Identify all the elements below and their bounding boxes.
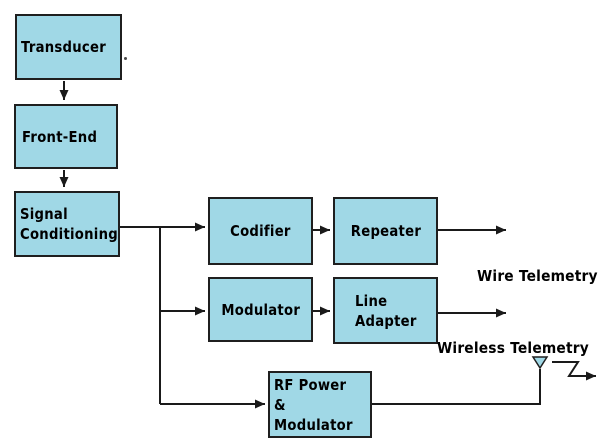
block-front-end: Front-End — [14, 104, 118, 169]
block-line-adapter-label: Line Adapter — [355, 291, 417, 330]
wireless-telemetry-label: Wireless Telemetry — [437, 339, 589, 357]
stray-dot — [124, 57, 127, 60]
block-transducer-label: Transducer — [21, 38, 107, 56]
block-rf-power-modulator-label: RF Power & Modulator — [274, 375, 353, 434]
line-rfpower-antenna — [372, 369, 541, 405]
block-front-end-label: Front-End — [22, 127, 98, 146]
block-line-adapter: Line Adapter — [333, 277, 438, 344]
block-repeater-label: Repeater — [350, 222, 421, 240]
block-codifier-label: Codifier — [230, 222, 291, 240]
block-modulator: Modulator — [208, 277, 313, 342]
block-transducer: Transducer — [15, 14, 122, 80]
block-modulator-label: Modulator — [221, 300, 300, 319]
block-signal-conditioning-label: Signal Conditioning — [20, 205, 118, 243]
block-codifier: Codifier — [208, 197, 313, 265]
block-repeater: Repeater — [333, 197, 438, 265]
block-rf-power-modulator: RF Power & Modulator — [268, 371, 372, 438]
wire-telemetry-label: Wire Telemetry — [477, 267, 598, 285]
antenna-icon — [531, 356, 549, 370]
rf-wave-arrow-icon — [552, 361, 596, 381]
block-signal-conditioning: Signal Conditioning — [14, 191, 120, 257]
